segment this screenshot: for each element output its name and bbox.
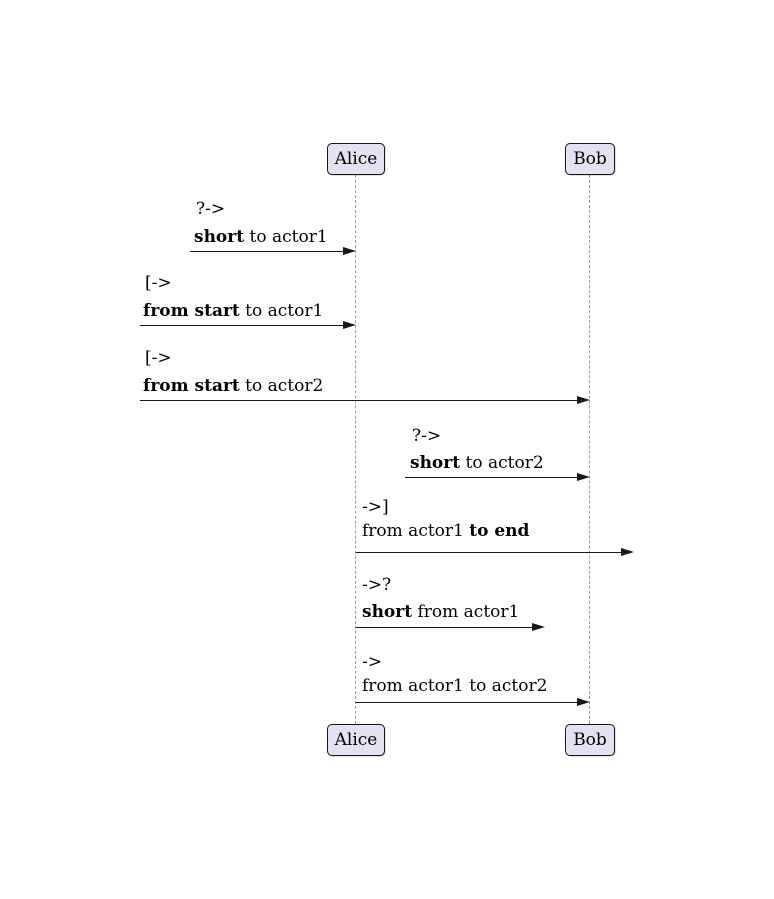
message-7-label: from actor1 to actor2 [362,676,548,696]
message-1-label: short to actor1 [194,227,328,247]
message-6-prefix: ->? [362,575,392,595]
actor-label-bob: Bob [573,730,607,750]
message-2-label: from start to actor1 [143,301,324,321]
message-5-arrow-line [356,552,626,553]
actor-label-alice: Alice [334,149,378,169]
message-7-prefix: -> [362,652,382,672]
message-3-prefix: [-> [145,348,172,368]
message-3-arrow-line [140,400,582,401]
actor-box-bob-top: Bob [565,143,615,175]
message-2-prefix: [-> [145,273,172,293]
message-1-arrow-line [190,251,348,252]
message-2-arrow-line [140,325,348,326]
actor-label-alice: Alice [334,730,378,750]
message-3-arrowhead-icon [577,396,590,404]
message-6-arrowhead-icon [532,623,545,631]
message-5-label: from actor1 to end [362,521,530,541]
message-4-prefix: ?-> [412,426,442,446]
message-7-arrow-line [356,702,582,703]
message-1-arrowhead-icon [343,247,356,255]
message-4-arrowhead-icon [577,473,590,481]
message-5-arrowhead-icon [621,548,634,556]
message-4-arrow-line [405,477,582,478]
message-4-label: short to actor2 [410,453,544,473]
actor-box-alice-bottom: Alice [327,724,385,756]
message-7-arrowhead-icon [577,698,590,706]
message-5-prefix: ->] [362,497,389,517]
message-1-prefix: ?-> [196,199,226,219]
message-3-label: from start to actor2 [143,376,324,396]
lifeline-bob [589,175,590,724]
actor-label-bob: Bob [573,149,607,169]
actor-box-alice-top: Alice [327,143,385,175]
lifeline-alice [355,175,356,724]
actor-box-bob-bottom: Bob [565,724,615,756]
message-2-arrowhead-icon [343,321,356,329]
message-6-arrow-line [356,627,537,628]
message-6-label: short from actor1 [362,602,520,622]
